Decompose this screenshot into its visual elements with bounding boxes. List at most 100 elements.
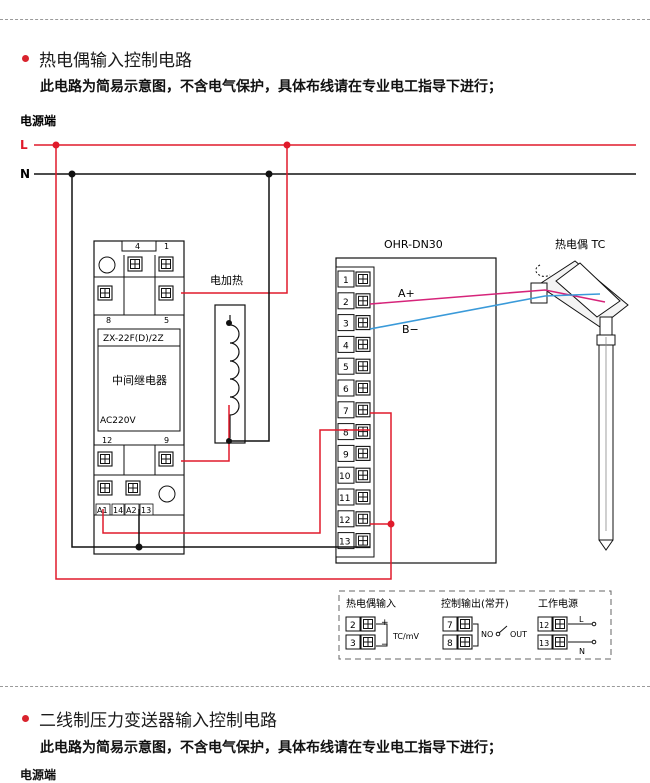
relay-terminal-label: 12 [102, 436, 112, 445]
controller-terminal-screw-icon [355, 489, 371, 505]
bullet-icon [22, 55, 29, 62]
controller-terminal-label: 10 [339, 472, 351, 482]
wiring-diagram: 电源端 L N 4 1 8 5 ZX-22F(D)/2Z 中间继电器 AC220… [20, 113, 636, 660]
wire-controller-7-to-12 [370, 412, 392, 525]
legend-terminal-label: 2 [350, 621, 356, 631]
section1-note: 此电路为简易示意图，不含电气保护，具体布线请在专业电工指导下进行； [40, 79, 502, 95]
heater-coil-icon [229, 315, 240, 438]
relay-terminal-label: 13 [141, 506, 151, 515]
controller-terminal-label: 1 [343, 276, 349, 286]
legend-terminal-label: 3 [350, 639, 356, 649]
controller-terminal-screw-icon [355, 511, 371, 527]
power-source-label: 电源端 [20, 113, 56, 128]
section1-title: 热电偶输入控制电路 [22, 46, 192, 71]
relay-terminal-label: 1 [164, 242, 169, 251]
controller-terminal-box [337, 466, 355, 484]
junction-dot [283, 141, 291, 149]
controller-terminal-box [337, 423, 355, 441]
heater-label: 电加热 [210, 274, 243, 287]
thermocouple: 热电偶 TC [530, 238, 629, 551]
relay-terminal-label: A2 [126, 506, 137, 515]
legend-tc-signal: TC/mV [392, 632, 419, 641]
legend-terminal-label: 12 [539, 621, 549, 630]
legend-ctrl-no: NO [481, 630, 493, 639]
switch-contact-icon [495, 631, 501, 637]
terminal-legend: 热电偶输入 控制输出(常开) 工作电源 2 3 + − TC/mV 7 8 NO… [338, 590, 612, 660]
controller-terminal-label: 2 [343, 298, 349, 308]
relay: 4 1 8 5 ZX-22F(D)/2Z 中间继电器 AC220V 12 9 A… [93, 240, 185, 555]
legend-tc-title: 热电偶输入 [346, 597, 396, 610]
terminal-point-icon [591, 621, 597, 627]
controller-terminal-box [337, 292, 355, 310]
relay-terminal-label: 5 [164, 316, 169, 325]
controller-terminal-label: 3 [343, 320, 349, 330]
wire-N-to-controller-13 [71, 174, 370, 548]
junction-dot [135, 543, 143, 551]
relay-mounting-hole-icon [98, 256, 116, 274]
relay-terminal-label: 4 [135, 242, 140, 251]
controller-terminal-label: 6 [343, 385, 349, 395]
controller-terminal-screw-icon [355, 315, 371, 331]
controller-terminal-screw-icon [355, 380, 371, 396]
controller-terminal-screw-icon [355, 445, 371, 461]
section2-power-label: 电源端 [20, 768, 57, 782]
controller-terminal-label: 4 [343, 341, 349, 351]
legend-tc-plus: + [381, 618, 389, 628]
controller-terminal-box [337, 488, 355, 506]
controller-terminal-screw-icon [355, 293, 371, 309]
controller-terminal-screw-icon [355, 533, 371, 549]
wire-N-to-heater [229, 174, 270, 442]
wire-thermocouple-positive [369, 289, 606, 305]
legend-power-title: 工作电源 [538, 597, 578, 610]
controller-terminal-screw-icon [355, 358, 371, 374]
legend-ctrl-out: OUT [510, 630, 527, 639]
relay-model: ZX-22F(D)/2Z [103, 334, 164, 344]
relay-mounting-hole-icon [158, 485, 176, 503]
junction-dot [226, 438, 232, 444]
legend-power-N: N [579, 647, 585, 656]
relay-terminal-label: 14 [113, 506, 123, 515]
heater: 电加热 [210, 274, 246, 444]
line-L-label: L [20, 138, 28, 152]
line-N-label: N [20, 167, 30, 181]
legend-power-L: L [579, 615, 584, 624]
wire-L-to-controller-12 [55, 145, 392, 580]
controller-terminal-box [337, 379, 355, 397]
junction-dot [265, 170, 273, 178]
thermocouple-label: 热电偶 TC [555, 238, 606, 251]
controller-terminal-label: 11 [339, 494, 350, 504]
legend-terminal-label: 8 [447, 639, 453, 649]
controller-terminal-box [337, 444, 355, 462]
junction-dot [226, 320, 232, 326]
controller-terminal-label: 13 [339, 538, 350, 548]
wire-thermocouple-negative [369, 293, 601, 330]
controller-terminal-box [337, 270, 355, 288]
wire-L-to-relay-5 [181, 145, 288, 294]
controller-model: OHR-DN30 [384, 238, 443, 251]
controller-terminal-label: 7 [343, 407, 349, 417]
controller-terminal-label: 5 [343, 363, 349, 373]
legend-terminal-label: 7 [447, 621, 453, 631]
relay-voltage: AC220V [100, 416, 136, 426]
controller-terminal-box [337, 510, 355, 528]
controller-terminal-box [337, 401, 355, 419]
section1-title-text: 热电偶输入控制电路 [39, 51, 192, 71]
relay-terminal-label: 8 [106, 316, 111, 325]
relay-terminal-label: 9 [164, 436, 169, 445]
relay-name: 中间继电器 [112, 374, 167, 387]
controller-terminal-screw-icon [355, 467, 371, 483]
switch-lever-icon [498, 625, 508, 634]
controller-terminal-screw-icon [355, 336, 371, 352]
section2-title: 二线制压力变送器输入控制电路 [22, 706, 277, 731]
controller-terminal-label: 8 [343, 429, 349, 439]
legend-terminal-label: 13 [539, 639, 549, 648]
junction-dot [68, 170, 76, 178]
junction-dot [52, 141, 60, 149]
controller-terminal-box [337, 335, 355, 353]
wire-controller-8-to-relay-A1 [102, 429, 370, 534]
legend-ctrl-title: 控制输出(常开) [441, 597, 509, 610]
controller-terminal-screw-icon [355, 271, 371, 287]
section2-title-text: 二线制压力变送器输入控制电路 [39, 711, 277, 731]
controller-terminal-box [337, 357, 355, 375]
